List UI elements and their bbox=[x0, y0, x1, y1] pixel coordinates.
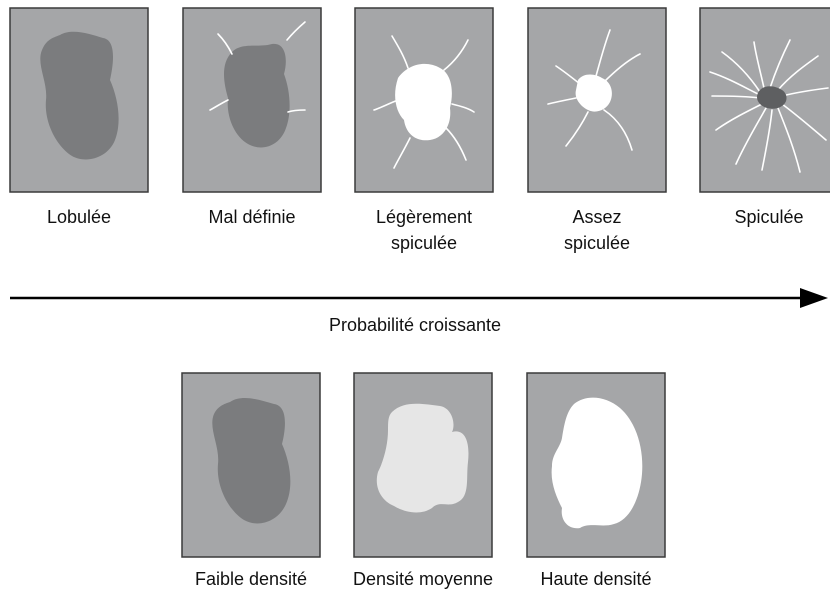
label-spiculee: Spiculée bbox=[734, 207, 803, 227]
arrow-head bbox=[800, 288, 828, 308]
spicules bbox=[547, 29, 641, 151]
panel-faible-densite bbox=[181, 372, 321, 558]
label-legerement-spiculee: spiculée bbox=[391, 233, 457, 253]
spicules bbox=[209, 21, 306, 113]
mass-high-density bbox=[551, 397, 643, 529]
probability-arrow bbox=[10, 288, 828, 308]
spicules bbox=[373, 35, 475, 169]
panel-legerement-spiculee bbox=[354, 7, 494, 193]
spicules bbox=[709, 39, 829, 173]
panel-spiculee bbox=[699, 7, 830, 193]
panel-background bbox=[182, 7, 322, 193]
label-legerement: Légèrement bbox=[376, 207, 472, 227]
mass-ill-defined bbox=[224, 43, 290, 148]
mass-slightly-spiculated bbox=[395, 63, 452, 141]
label-assez: Assez bbox=[572, 207, 621, 227]
mass-low-density bbox=[212, 398, 291, 524]
panel-assez-spiculee bbox=[527, 7, 667, 193]
panel-haute-densite bbox=[526, 372, 666, 558]
mass-medium-density bbox=[376, 403, 469, 513]
label-faible-densite: Faible densité bbox=[195, 569, 307, 589]
arrow-label: Probabilité croissante bbox=[329, 315, 501, 335]
label-densite-moyenne: Densité moyenne bbox=[353, 569, 493, 589]
label-mal-definie: Mal définie bbox=[208, 207, 295, 227]
mass-lobulated bbox=[40, 31, 119, 160]
panel-mal-definie bbox=[182, 7, 322, 193]
mass-moderately-spiculated bbox=[575, 74, 612, 112]
panel-densite-moyenne bbox=[353, 372, 493, 558]
label-haute-densite: Haute densité bbox=[540, 569, 651, 589]
panel-lobulee bbox=[9, 7, 149, 193]
mass-spiculated bbox=[757, 86, 787, 109]
label-lobulee: Lobulée bbox=[47, 207, 111, 227]
label-assez-spiculee: spiculée bbox=[564, 233, 630, 253]
